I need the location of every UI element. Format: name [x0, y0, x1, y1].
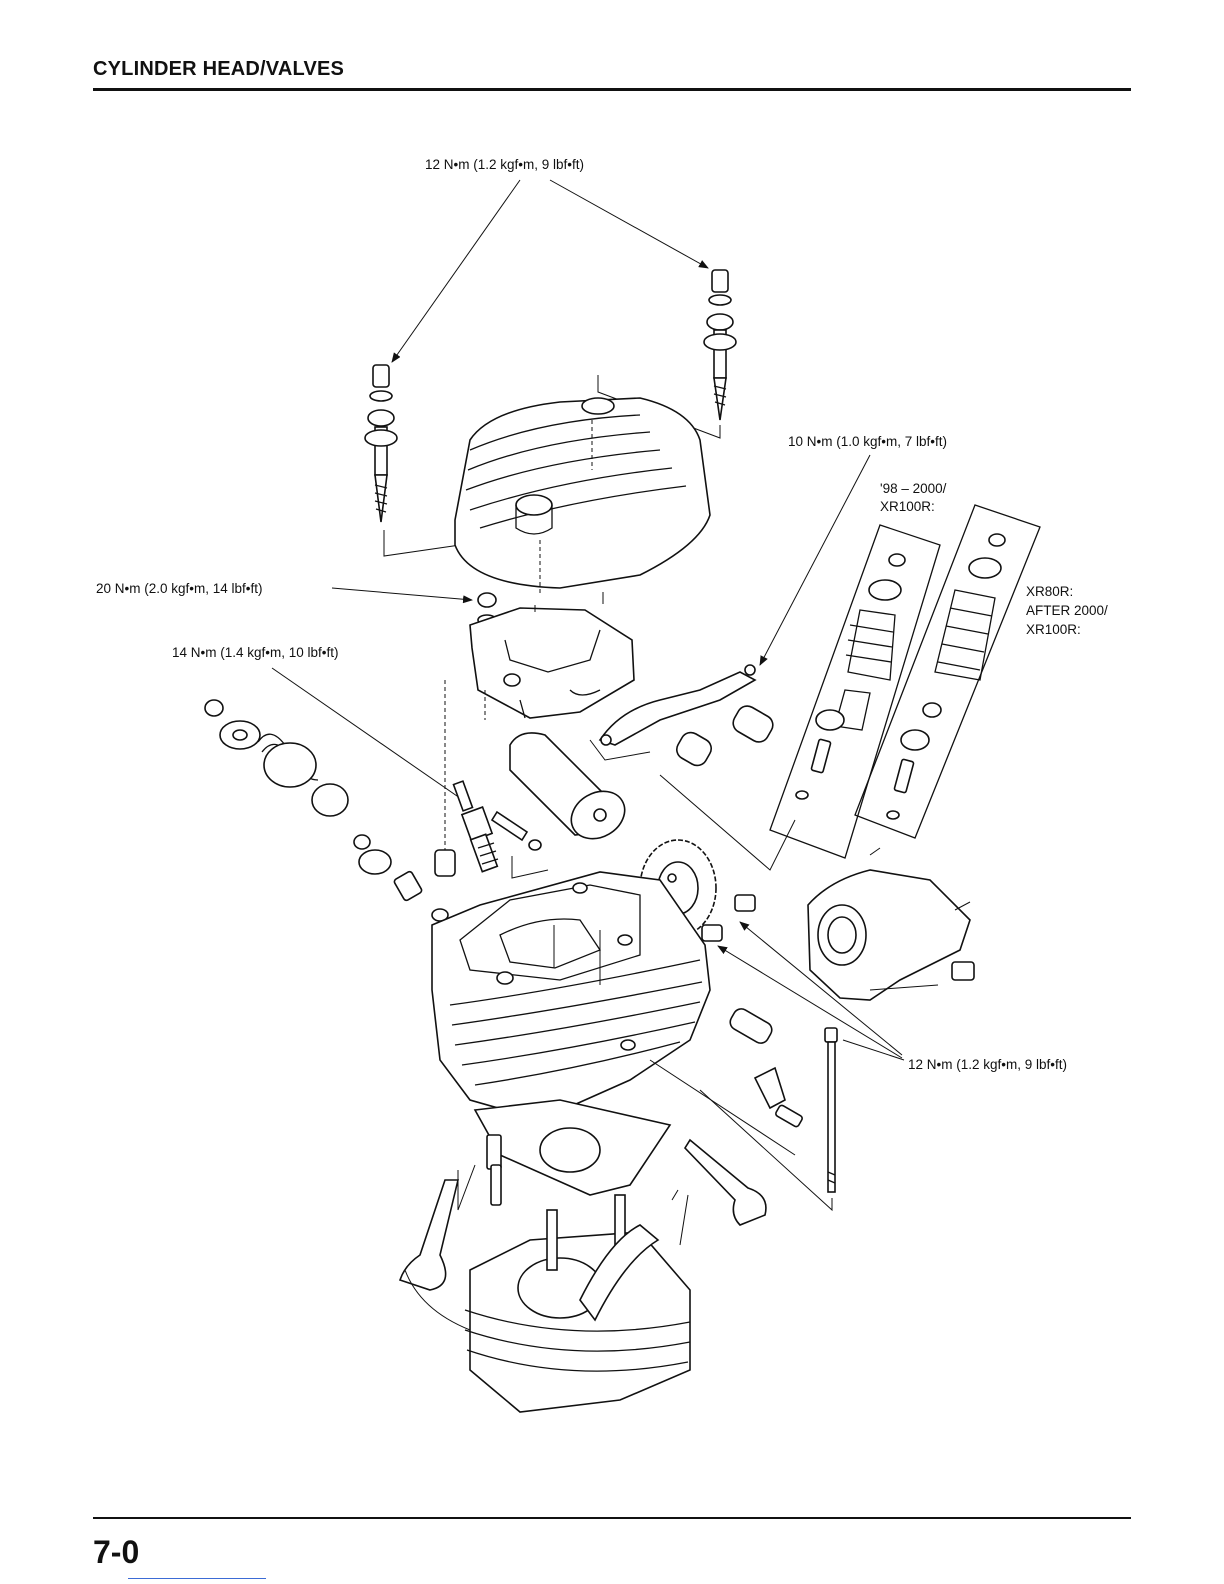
spark-plug	[454, 781, 498, 872]
rocker-arm-holder	[470, 592, 634, 718]
cylinder-head	[432, 872, 710, 1120]
callout-rocker-torque: 10 N•m (1.0 kgf•m, 7 lbf•ft)	[788, 433, 947, 450]
callout-variant-b-line3: XR100R:	[1026, 621, 1081, 638]
valve-spring-assembly-left	[205, 700, 448, 921]
callout-variant-a-line1: '98 – 2000/	[880, 480, 946, 497]
tensioner-parts	[727, 1006, 803, 1128]
cylinder-head-cover	[455, 398, 710, 595]
page-number: 7-0	[93, 1534, 139, 1571]
cover-bolt-right	[704, 270, 736, 420]
callout-variant-b-line2: AFTER 2000/	[1026, 602, 1108, 619]
stud-bolt	[825, 1028, 837, 1192]
callout-variant-b-line1: XR80R:	[1026, 583, 1073, 600]
callout-top-bolts-torque: 12 N•m (1.2 kgf•m, 9 lbf•ft)	[425, 156, 584, 173]
callout-spark-plug-torque: 14 N•m (1.4 kgf•m, 10 lbf•ft)	[172, 644, 338, 661]
camshaft	[510, 733, 633, 848]
callout-lower-bolts-torque: 12 N•m (1.2 kgf•m, 9 lbf•ft)	[908, 1056, 1067, 1073]
head-gasket	[475, 1100, 670, 1195]
callout-variant-a-line2: XR100R:	[880, 498, 935, 515]
callout-nut-torque: 20 N•m (2.0 kgf•m, 14 lbf•ft)	[96, 580, 262, 597]
footer-rule	[93, 1517, 1131, 1519]
footer-link-underline[interactable]	[128, 1578, 266, 1579]
cover-bolt-left	[365, 365, 397, 522]
valve-kit-box-b	[855, 505, 1040, 838]
valve-kit-box-a	[770, 525, 940, 858]
cylinder-block	[465, 1195, 690, 1412]
